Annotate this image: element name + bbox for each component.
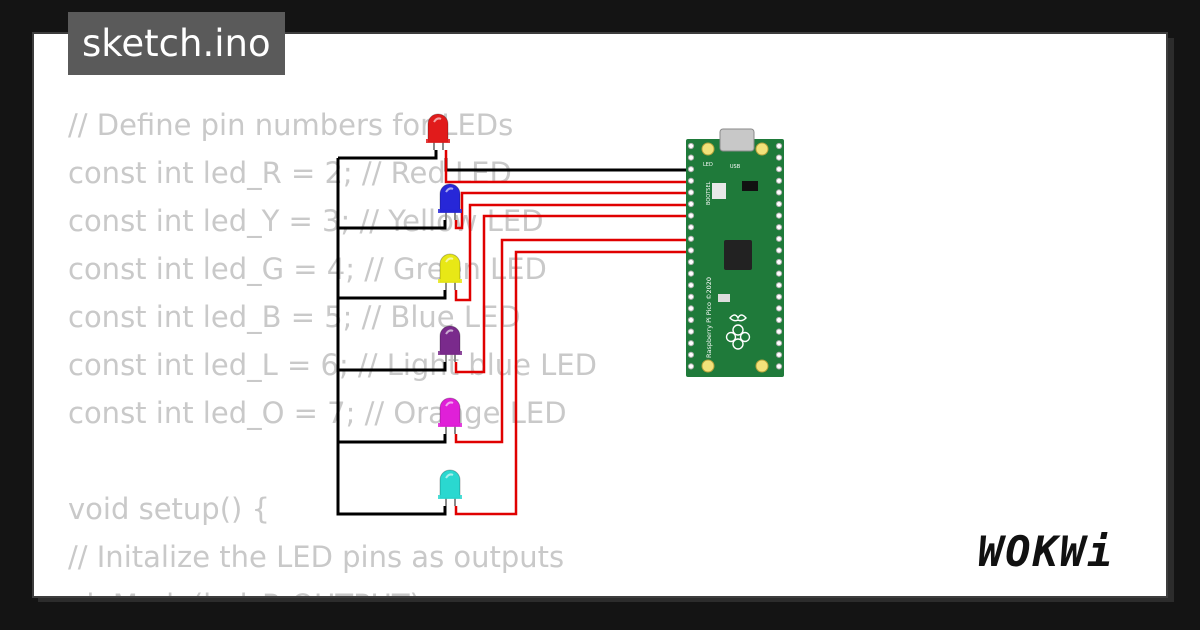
code-line: // Initalize the LED pins as outputs bbox=[68, 540, 565, 574]
code-line: // Define pin numbers for LEDs bbox=[68, 108, 514, 142]
pin-hole[interactable] bbox=[687, 212, 695, 219]
pin-hole[interactable] bbox=[775, 363, 783, 370]
rp2040-chip bbox=[724, 240, 752, 270]
usb-connector bbox=[719, 128, 755, 152]
mount-hole bbox=[755, 142, 769, 156]
code-line: const int led_O = 7; // Orange LED bbox=[68, 396, 567, 430]
mount-hole bbox=[701, 142, 715, 156]
pin-hole[interactable] bbox=[687, 200, 695, 208]
code-line: const int led_R = 2; // Red LED bbox=[68, 156, 512, 190]
pin-hole[interactable] bbox=[687, 282, 695, 289]
led-group bbox=[426, 113, 462, 506]
signal-wires bbox=[444, 150, 695, 516]
code-line: const int led_B = 5; // Blue LED bbox=[68, 300, 521, 334]
pin-hole[interactable] bbox=[775, 258, 783, 266]
pin-hole[interactable] bbox=[687, 270, 695, 277]
pin-hole[interactable] bbox=[775, 282, 783, 289]
pin-hole[interactable] bbox=[687, 154, 695, 161]
raspberry-logo-icon bbox=[725, 314, 751, 350]
pin-hole[interactable] bbox=[687, 258, 695, 266]
pin-hole[interactable] bbox=[775, 328, 783, 335]
pin-hole[interactable] bbox=[775, 340, 783, 347]
led-rim bbox=[438, 209, 462, 213]
led-magenta[interactable] bbox=[438, 397, 462, 434]
chip-small bbox=[742, 181, 758, 191]
code-line: const int led_G = 4; // Green LED bbox=[68, 252, 547, 286]
pin-hole[interactable] bbox=[687, 235, 695, 242]
pin-hole[interactable] bbox=[687, 177, 695, 184]
pin-hole[interactable] bbox=[775, 247, 783, 254]
pin-hole[interactable] bbox=[775, 270, 783, 277]
pin-hole[interactable] bbox=[687, 247, 695, 254]
pin-hole[interactable] bbox=[687, 340, 695, 347]
led-body bbox=[439, 397, 461, 427]
led-blue[interactable] bbox=[438, 183, 462, 220]
code-preview: // Define pin numbers for LEDs const int … bbox=[68, 101, 597, 596]
mount-hole bbox=[701, 359, 715, 373]
led-body bbox=[439, 325, 461, 355]
led-cyan[interactable] bbox=[438, 469, 462, 506]
led-body bbox=[439, 469, 461, 499]
led-shine bbox=[445, 329, 454, 335]
led-shine bbox=[445, 187, 454, 193]
board-name: Raspberry Pi Pico ©2020 bbox=[705, 277, 713, 358]
code-line: const int led_L = 6; // Light blue LED bbox=[68, 348, 597, 382]
pin-hole[interactable] bbox=[687, 328, 695, 335]
pin-hole[interactable] bbox=[775, 154, 783, 161]
led-shine bbox=[445, 257, 454, 263]
wokwi-logo: WOKWi bbox=[978, 527, 1115, 576]
pin-hole[interactable] bbox=[687, 166, 695, 173]
pin-hole[interactable] bbox=[687, 189, 695, 196]
led-label: LED bbox=[703, 162, 713, 168]
led-yellow[interactable] bbox=[438, 253, 462, 290]
file-tab[interactable]: sketch.ino bbox=[68, 12, 285, 75]
pin-hole[interactable] bbox=[775, 142, 783, 150]
led-purple[interactable] bbox=[438, 325, 462, 362]
mount-hole bbox=[755, 359, 769, 373]
code-line: void setup() { bbox=[68, 492, 270, 526]
pin-hole[interactable] bbox=[775, 189, 783, 196]
pin-hole[interactable] bbox=[687, 142, 695, 150]
pin-hole[interactable] bbox=[687, 305, 695, 312]
pin-hole[interactable] bbox=[687, 363, 695, 370]
led-shine bbox=[433, 117, 442, 123]
pin-hole[interactable] bbox=[775, 200, 783, 208]
led-body bbox=[439, 253, 461, 283]
pin-hole[interactable] bbox=[775, 351, 783, 358]
led-shine bbox=[445, 401, 454, 407]
led-rim bbox=[438, 279, 462, 283]
led-shine bbox=[445, 473, 454, 479]
pin-hole[interactable] bbox=[775, 305, 783, 312]
pin-hole[interactable] bbox=[687, 351, 695, 358]
pin-headers bbox=[687, 142, 783, 370]
led-body bbox=[427, 113, 449, 143]
pin-hole[interactable] bbox=[687, 293, 695, 300]
led-red[interactable] bbox=[426, 113, 450, 150]
pin-hole[interactable] bbox=[775, 316, 783, 324]
code-line: pinMode(led_R,OUTPUT); bbox=[68, 581, 597, 596]
pin-hole[interactable] bbox=[687, 224, 695, 231]
pin-hole[interactable] bbox=[775, 224, 783, 231]
led-rim bbox=[438, 351, 462, 355]
led-body bbox=[439, 183, 461, 213]
pin-hole[interactable] bbox=[687, 316, 695, 324]
pico-board[interactable]: USB LED BOOTSEL Raspberry Pi Pico ©2020 bbox=[686, 128, 784, 377]
pin-hole[interactable] bbox=[775, 166, 783, 173]
bootsel-label: BOOTSEL bbox=[706, 181, 712, 205]
component-small bbox=[718, 294, 730, 302]
led-rim bbox=[426, 139, 450, 143]
pin-hole[interactable] bbox=[775, 235, 783, 242]
pin-hole[interactable] bbox=[775, 177, 783, 184]
pin-hole[interactable] bbox=[775, 293, 783, 300]
usb-label: USB bbox=[730, 164, 741, 170]
pin-hole[interactable] bbox=[775, 212, 783, 219]
led-rim bbox=[438, 423, 462, 427]
bootsel-button[interactable] bbox=[712, 183, 726, 199]
preview-card: // Define pin numbers for LEDs const int … bbox=[32, 32, 1168, 598]
led-rim bbox=[438, 495, 462, 499]
